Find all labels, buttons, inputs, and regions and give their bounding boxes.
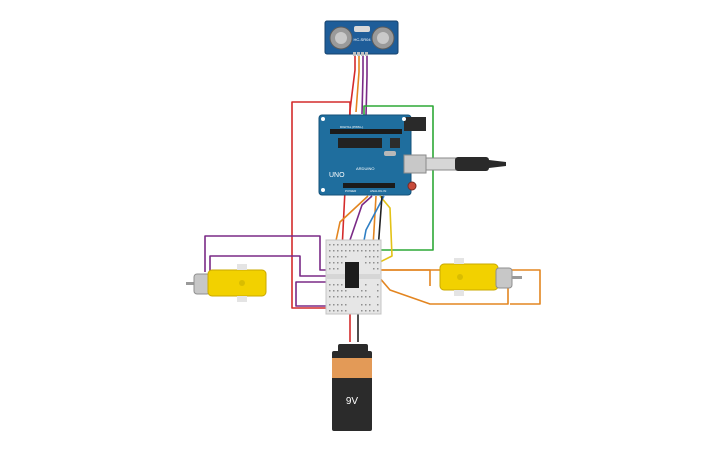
- left-dc-motor[interactable]: [186, 264, 267, 302]
- ultrasonic-sensor[interactable]: HC-SR04: [324, 20, 399, 56]
- left-motor-shaft: [186, 282, 196, 285]
- usb-cable-end: [489, 160, 506, 168]
- sensor-model-label: HC-SR04: [353, 37, 371, 42]
- breadboard[interactable]: [325, 239, 382, 315]
- left-motor-axle-top: [237, 264, 247, 270]
- analog-header[interactable]: [343, 183, 395, 188]
- wire-sensor-gnd[interactable]: [365, 54, 368, 117]
- arduino-analog-label: ANALOG IN: [370, 189, 386, 193]
- right-motor-shaft: [512, 276, 522, 279]
- usb-port[interactable]: [403, 154, 427, 174]
- arduino-board-label: UNO: [329, 172, 345, 179]
- sensor-transducer-left-inner: [335, 32, 347, 44]
- usb-cable[interactable]: [425, 157, 506, 171]
- wire-sensor-echo[interactable]: [361, 54, 364, 115]
- reset-button[interactable]: [407, 181, 417, 191]
- left-motor-gearbox: [207, 269, 267, 297]
- mount-hole-1: [321, 117, 325, 121]
- wire-purple-left-motor-b[interactable]: [209, 255, 340, 277]
- mount-hole-2: [402, 117, 406, 121]
- arduino-brand-label: ARDUINO: [356, 166, 374, 171]
- wire-orange-right-motor-b[interactable]: [377, 275, 509, 305]
- sensor-pins: [353, 52, 368, 56]
- battery-snap: [338, 344, 368, 353]
- wire-yellow[interactable]: [379, 195, 393, 263]
- digital-header[interactable]: [330, 129, 402, 134]
- right-motor-hub: [457, 274, 463, 280]
- small-chip: [390, 138, 400, 148]
- sensor-crystal: [354, 26, 370, 32]
- motor-driver-ic[interactable]: [345, 262, 359, 288]
- right-motor-can: [495, 267, 513, 289]
- right-motor-axle-top: [454, 258, 464, 264]
- arduino-digital-label: DIGITAL (PWM~): [340, 125, 363, 129]
- left-motor-axle-bottom: [237, 296, 247, 302]
- atmega-chip: [338, 138, 382, 148]
- battery-9v[interactable]: 9V: [332, 344, 372, 431]
- battery-voltage-label: 9V: [346, 396, 359, 407]
- wire-purple-left-motor-a[interactable]: [204, 235, 338, 272]
- battery-label-band: [332, 358, 372, 378]
- arduino-uno[interactable]: UNO ARDUINO DIGITAL (PWM~) ANALOG IN POW…: [318, 114, 427, 196]
- wire-sensor-trig[interactable]: [355, 54, 360, 113]
- right-dc-motor[interactable]: [439, 258, 522, 296]
- right-motor-axle-bottom: [454, 290, 464, 296]
- left-motor-hub: [239, 280, 245, 286]
- usb-plug-metal: [425, 157, 457, 171]
- arduino-power-label: POWER: [345, 189, 357, 193]
- right-motor-gearbox: [439, 263, 499, 291]
- sensor-transducer-right-inner: [377, 32, 389, 44]
- crystal: [384, 151, 396, 156]
- power-jack[interactable]: [404, 117, 426, 131]
- breadboard-holes: [329, 244, 379, 312]
- wire-red-power[interactable]: [291, 101, 351, 309]
- mount-hole-3: [321, 188, 325, 192]
- wire-green[interactable]: [363, 105, 434, 251]
- usb-plug-body: [455, 157, 489, 171]
- wire-purple-low[interactable]: [295, 281, 330, 307]
